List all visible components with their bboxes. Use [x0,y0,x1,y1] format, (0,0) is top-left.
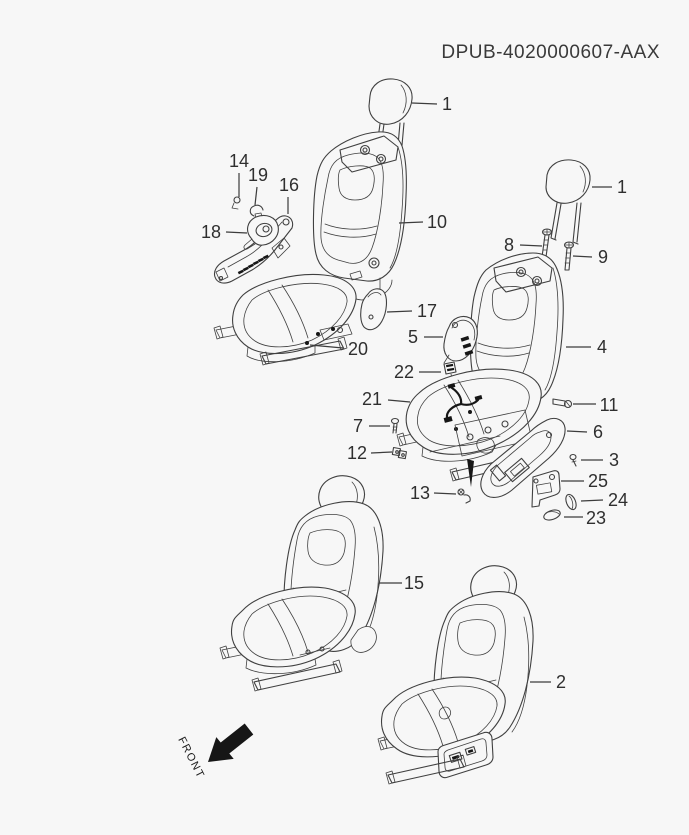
part-7-screw-drawing [390,417,400,434]
part-20-seat-cushion-drawing [213,273,357,366]
leader-line-6 [566,430,588,433]
part-14-screw-drawing [231,196,241,210]
leader-line-1 [411,102,438,105]
leader-line-17 [386,310,413,313]
leader-line-18 [225,231,248,234]
leader-line-9 [572,255,593,258]
callout-19: 19 [247,165,269,185]
part-18-recliner-cover-drawing [243,214,279,250]
callout-13: 13 [409,483,431,503]
leader-line-24 [580,499,604,502]
part-1-headrest-right-drawing [545,159,591,245]
leader-line-13 [433,492,457,495]
part-17-side-pad-drawing [360,288,387,331]
part-3-screw-drawing [569,453,577,467]
callout-12: 12 [346,443,368,463]
callout-10: 10 [426,212,448,232]
callout-22: 22 [393,362,415,382]
leader-line-10 [398,221,424,224]
part-25-switch-bracket-drawing [531,470,561,508]
callout-6: 6 [592,422,604,442]
part-4-seat-back-drawing [469,252,564,415]
part-2-complete-seat-drawing [377,565,534,785]
callout-11: 11 [599,395,619,415]
callout-25: 25 [587,471,609,491]
part-12-clip-drawing [391,446,408,460]
callout-4: 4 [596,337,608,357]
part-23-knob-cap-drawing [543,509,561,521]
part-10-seat-back-drawing [312,131,407,301]
part-24-knob-cap-drawing [565,493,577,511]
callout-15: 15 [403,573,425,593]
callout-9: 9 [597,247,609,267]
front-arrow [208,723,254,762]
callout-3: 3 [608,450,620,470]
diagram-title: DPUB-4020000607-AAX [441,42,660,63]
leader-line-19 [254,186,258,206]
callout-7: 7 [352,416,364,436]
callout-1: 1 [441,94,453,114]
callout-20: 20 [347,339,369,359]
part-13-screw-clip-drawing [457,488,471,504]
callout-14: 14 [228,151,250,171]
callout-23: 23 [585,508,607,528]
callout-16: 16 [278,175,300,195]
callout-17: 17 [416,301,438,321]
part-5-buckle-drawing [443,315,478,364]
callout-18: 18 [200,222,222,242]
part-11-bolt-drawing [552,398,573,409]
part-9-screw-drawing [563,241,575,271]
callout-24: 24 [607,490,629,510]
leader-line-8 [519,244,543,247]
callout-8: 8 [503,235,515,255]
part-6-side-shield-drawing [480,417,566,498]
leader-line-12 [370,451,393,454]
callout-1: 1 [616,177,628,197]
leader-line-21 [387,399,411,403]
leader-line-20 [309,344,344,349]
part-15-complete-seat-drawing [219,475,384,692]
callout-2: 2 [555,672,567,692]
callout-5: 5 [407,327,419,347]
callout-21: 21 [361,389,383,409]
